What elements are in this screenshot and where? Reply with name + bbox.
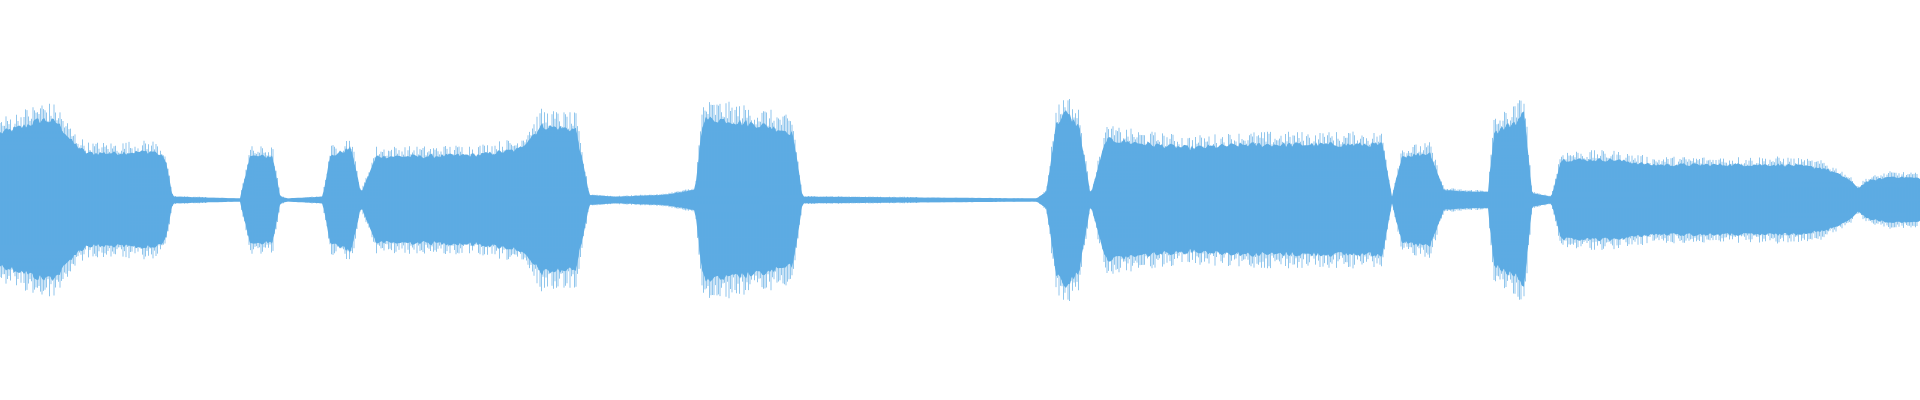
- audio-waveform: [0, 99, 1920, 301]
